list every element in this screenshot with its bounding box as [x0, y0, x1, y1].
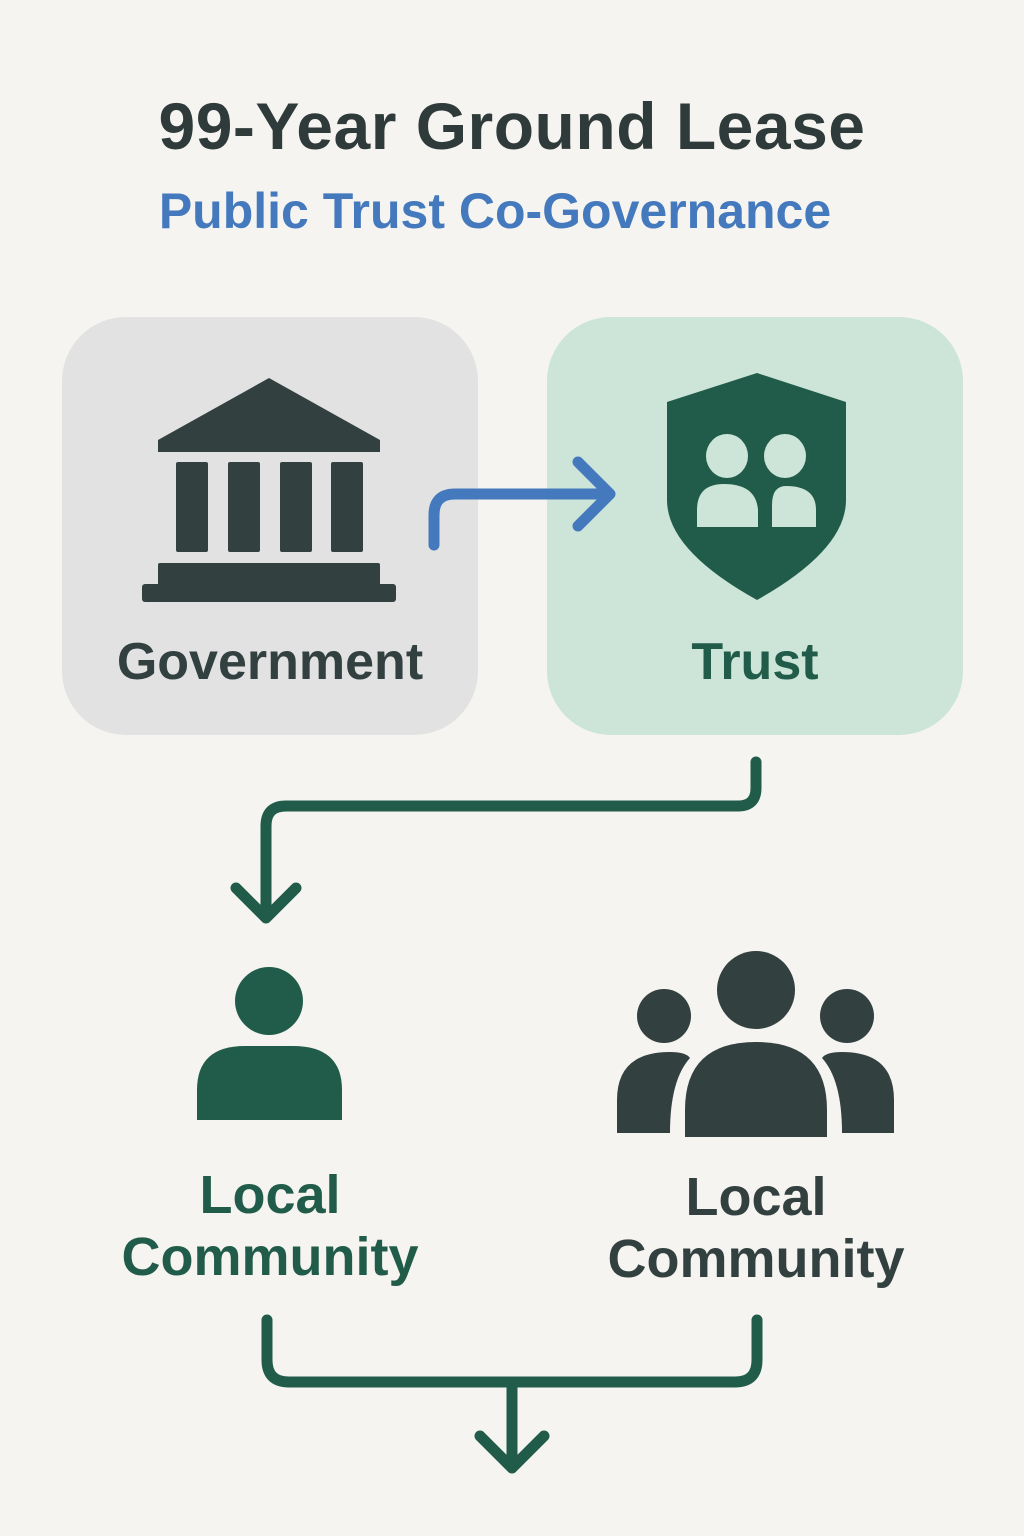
shield-people-icon — [667, 373, 846, 600]
arrow-trust-to-community — [230, 756, 762, 924]
government-building-icon — [142, 378, 396, 602]
government-label: Government — [116, 633, 424, 691]
page-title: 99-Year Ground Lease — [158, 89, 866, 163]
trust-label: Trust — [691, 633, 819, 691]
person-icon — [197, 967, 342, 1120]
group-community-label: Local Community — [546, 1166, 966, 1290]
group-icon — [617, 951, 894, 1137]
label-line: Local — [685, 1167, 827, 1227]
arrow-communities-merge — [261, 1314, 763, 1474]
page-subtitle: Public Trust Co-Governance — [158, 183, 832, 239]
arrow-government-to-trust — [428, 456, 616, 551]
label-line: Local — [199, 1165, 341, 1225]
label-line: Community — [121, 1227, 419, 1287]
label-line: Community — [607, 1229, 905, 1289]
individual-community-label: Local Community — [60, 1164, 480, 1288]
